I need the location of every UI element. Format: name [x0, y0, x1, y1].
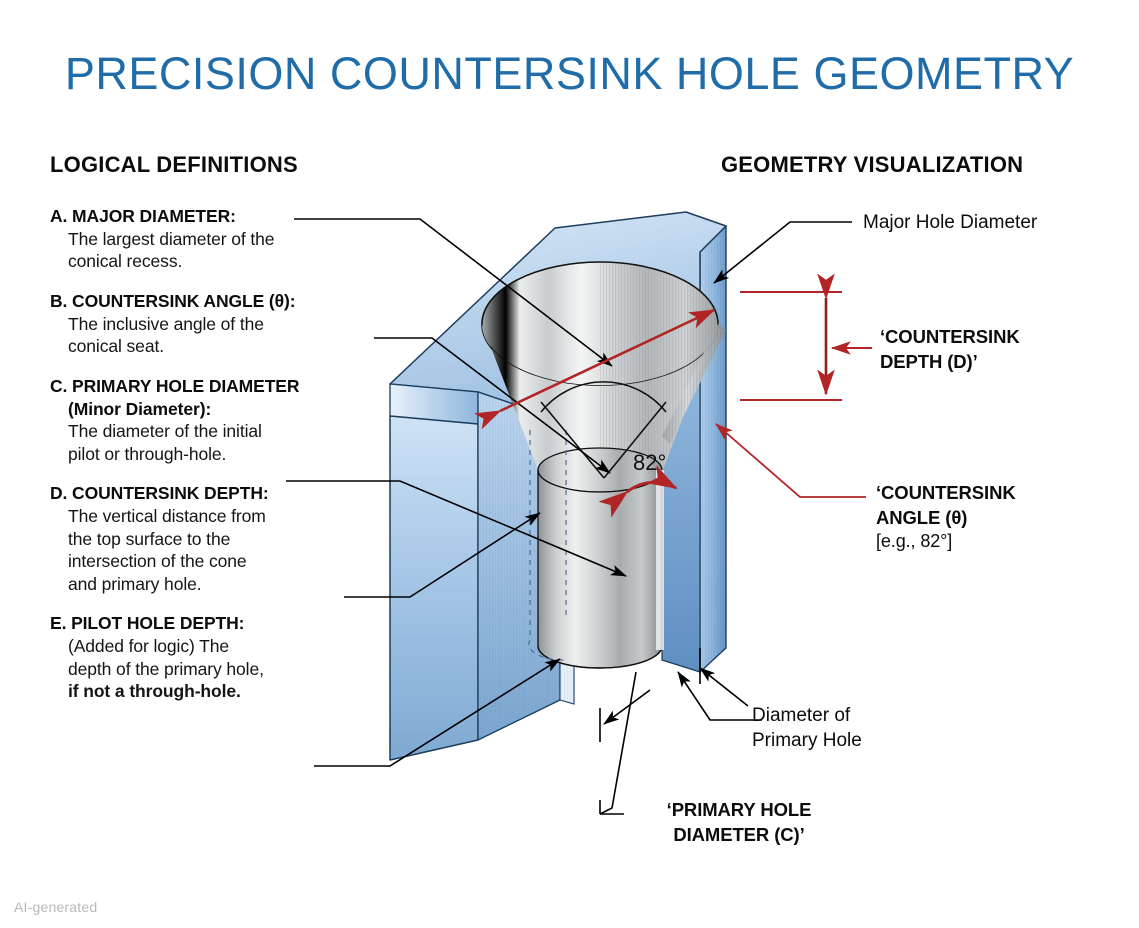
callout-countersink-angle-line-1: ‘COUNTERSINK: [876, 482, 1016, 503]
definition-d-line-4: and primary hole.: [68, 573, 202, 594]
callout-primary-hole-diameter-line-1: ‘PRIMARY HOLE: [666, 799, 812, 820]
definition-item-b: B. COUNTERSINK ANGLE (θ): The inclusive …: [50, 290, 390, 358]
angle-value-label: 82°: [633, 450, 667, 475]
callout-major-hole-diameter: Major Hole Diameter: [863, 212, 1038, 233]
definition-d-line-2: the top surface to the: [68, 528, 231, 549]
callout-countersink-angle-example: [e.g., 82°]: [876, 531, 953, 552]
section-header-logical-definitions: LOGICAL DEFINITIONS: [50, 152, 298, 177]
section-header-geometry-visualization: GEOMETRY VISUALIZATION: [721, 152, 1024, 177]
ai-generated-watermark: AI-generated: [14, 899, 98, 915]
definition-b-term: B. COUNTERSINK ANGLE (θ):: [50, 290, 296, 311]
definition-d-term: D. COUNTERSINK DEPTH:: [50, 483, 269, 504]
callout-countersink-depth: ‘COUNTERSINK DEPTH (D)’: [880, 325, 1020, 374]
definition-a-term: A. MAJOR DIAMETER:: [50, 206, 236, 226]
definition-e-term: E. PILOT HOLE DEPTH:: [50, 613, 245, 634]
definition-c-line-1: The diameter of the initial: [68, 421, 262, 442]
definition-d-line-1: The vertical distance from: [68, 506, 266, 527]
callout-countersink-depth-line-2: DEPTH (D)’: [880, 350, 978, 372]
definition-item-d: D. COUNTERSINK DEPTH: The vertical dista…: [50, 482, 390, 595]
definition-item-e: E. PILOT HOLE DEPTH: (Added for logic) T…: [50, 612, 390, 702]
callout-diameter-of-primary-hole: Diameter of Primary Hole: [752, 703, 862, 754]
callout-countersink-angle: ‘COUNTERSINK ANGLE (θ) [e.g., 82°]: [876, 481, 1016, 554]
definition-b-line-1: The inclusive angle of the: [68, 313, 264, 334]
definition-e-line-3: if not a through-hole.: [68, 681, 241, 702]
definition-item-c: C. PRIMARY HOLE DIAMETER (Minor Diameter…: [50, 375, 390, 466]
definition-b-line-2: conical seat.: [68, 336, 164, 357]
definition-c-term-2: (Minor Diameter):: [68, 398, 212, 419]
callout-diameter-primary-hole-line-2: Primary Hole: [752, 730, 862, 752]
page-title: PRECISION COUNTERSINK HOLE GEOMETRY: [64, 48, 1075, 99]
definition-d-line-3: intersection of the cone: [68, 551, 247, 572]
definition-a-line-2: conical recess.: [68, 251, 183, 272]
definition-e-line-2: depth of the primary hole,: [68, 658, 264, 679]
definition-c-line-2: pilot or through-hole.: [68, 443, 227, 464]
callout-countersink-depth-line-1: ‘COUNTERSINK: [880, 326, 1020, 347]
definition-e-line-1: (Added for logic) The: [68, 636, 229, 657]
definition-c-term: C. PRIMARY HOLE DIAMETER: [50, 375, 300, 396]
callout-countersink-angle-line-2: ANGLE (θ): [876, 506, 968, 528]
callout-primary-hole-diameter-line-2: DIAMETER (C)’: [673, 823, 805, 845]
definition-a-line-1: The largest diameter of the: [68, 228, 275, 249]
callout-diameter-primary-hole-line-1: Diameter of: [752, 705, 851, 726]
definition-item-a: A. MAJOR DIAMETER: The largest diameter …: [50, 205, 390, 273]
logical-definitions-list: A. MAJOR DIAMETER: The largest diameter …: [50, 205, 390, 720]
callout-primary-hole-diameter-c: ‘PRIMARY HOLE DIAMETER (C)’: [629, 798, 849, 847]
